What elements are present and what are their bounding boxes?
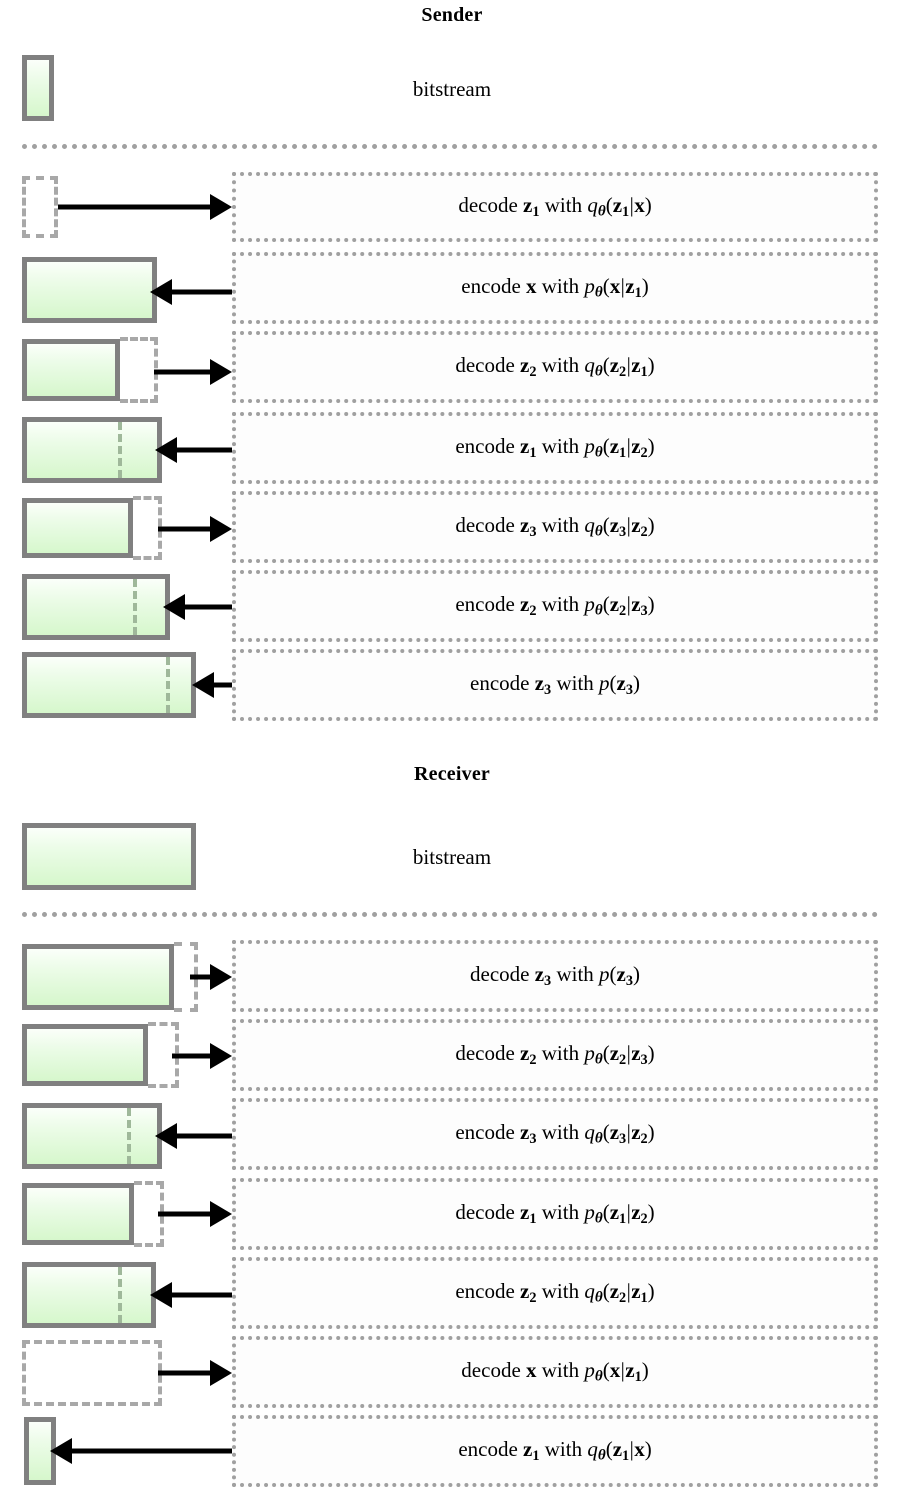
sender-op-row-7: encode z3 with p(z3) — [232, 649, 878, 721]
sender-bitstream-row-2 — [22, 257, 157, 323]
receiver-divider — [22, 912, 878, 917]
sender-bitstream-row-5 — [22, 498, 133, 558]
sender-bitstream-tail-row-3 — [120, 337, 158, 403]
receiver-bitstream-row-5 — [22, 1262, 156, 1328]
sender-op-text-4: encode z1 with pθ(z1|z2) — [455, 433, 655, 461]
receiver-op-text-6: decode x with pθ(x|z1) — [461, 1357, 649, 1385]
receiver-initial-bitstream-block — [22, 823, 196, 890]
receiver-op-row-6: decode x with pθ(x|z1) — [232, 1336, 878, 1408]
sender-bitstream-row-4 — [22, 417, 162, 483]
receiver-bitstream-row-4 — [22, 1183, 134, 1245]
sender-op-row-1: decode z1 with qθ(z1|x) — [232, 172, 878, 242]
sender-op-text-5: decode z3 with qθ(z3|z2) — [455, 512, 655, 540]
receiver-op-row-2: decode z2 with pθ(z2|z3) — [232, 1019, 878, 1091]
receiver-op-text-7: encode z1 with qθ(z1|x) — [458, 1436, 652, 1464]
receiver-title: Receiver — [414, 763, 490, 785]
sender-bitstream-row-6 — [22, 574, 170, 640]
sender-op-text-6: encode z2 with pθ(z2|z3) — [455, 591, 655, 619]
receiver-op-text-3: encode z3 with qθ(z3|z2) — [455, 1119, 655, 1147]
sender-op-row-2: encode x with pθ(x|z1) — [232, 252, 878, 324]
sender-bitstream-split-row-4 — [118, 422, 122, 478]
sender-bitstream-row-7 — [22, 652, 196, 718]
sender-divider — [22, 144, 878, 149]
receiver-op-row-7: encode z1 with qθ(z1|x) — [232, 1415, 878, 1487]
sender-op-row-6: encode z2 with pθ(z2|z3) — [232, 570, 878, 642]
sender-bitstream-row-1 — [22, 176, 58, 238]
sender-initial-bitstream-block — [22, 55, 54, 121]
sender-bitstream-split-row-6 — [133, 579, 137, 635]
receiver-bitstream-row-2 — [22, 1024, 148, 1086]
sender-bitstream-split-row-7 — [166, 657, 170, 713]
sender-title: Sender — [421, 4, 483, 26]
sender-bitstream-label: bitstream — [412, 77, 492, 101]
sender-op-row-3: decode z2 with qθ(z2|z1) — [232, 331, 878, 403]
sender-op-row-4: encode z1 with pθ(z1|z2) — [232, 412, 878, 484]
receiver-bitstream-row-1 — [22, 944, 174, 1010]
receiver-op-text-1: decode z3 with p(z3) — [470, 961, 640, 989]
receiver-bitstream-row-3 — [22, 1103, 162, 1169]
receiver-op-text-2: decode z2 with pθ(z2|z3) — [455, 1040, 655, 1068]
receiver-op-row-5: encode z2 with qθ(z2|z1) — [232, 1257, 878, 1329]
receiver-bitstream-split-row-3 — [127, 1108, 131, 1164]
receiver-bitstream-row-6 — [22, 1340, 162, 1406]
receiver-op-text-4: decode z1 with pθ(z1|z2) — [455, 1199, 655, 1227]
sender-op-text-2: encode x with pθ(x|z1) — [461, 273, 649, 301]
receiver-bitstream-split-row-5 — [118, 1267, 122, 1323]
receiver-op-row-3: encode z3 with qθ(z3|z2) — [232, 1098, 878, 1170]
sender-op-row-5: decode z3 with qθ(z3|z2) — [232, 491, 878, 563]
receiver-op-row-4: decode z1 with pθ(z1|z2) — [232, 1178, 878, 1250]
sender-op-text-3: decode z2 with qθ(z2|z1) — [455, 352, 655, 380]
sender-op-text-7: encode z3 with p(z3) — [470, 670, 640, 698]
receiver-op-row-1: decode z3 with p(z3) — [232, 940, 878, 1012]
receiver-op-text-5: encode z2 with qθ(z2|z1) — [455, 1278, 655, 1306]
receiver-bitstream-label: bitstream — [412, 845, 492, 869]
sender-bitstream-row-3 — [22, 339, 120, 401]
sender-op-text-1: decode z1 with qθ(z1|x) — [458, 192, 652, 220]
